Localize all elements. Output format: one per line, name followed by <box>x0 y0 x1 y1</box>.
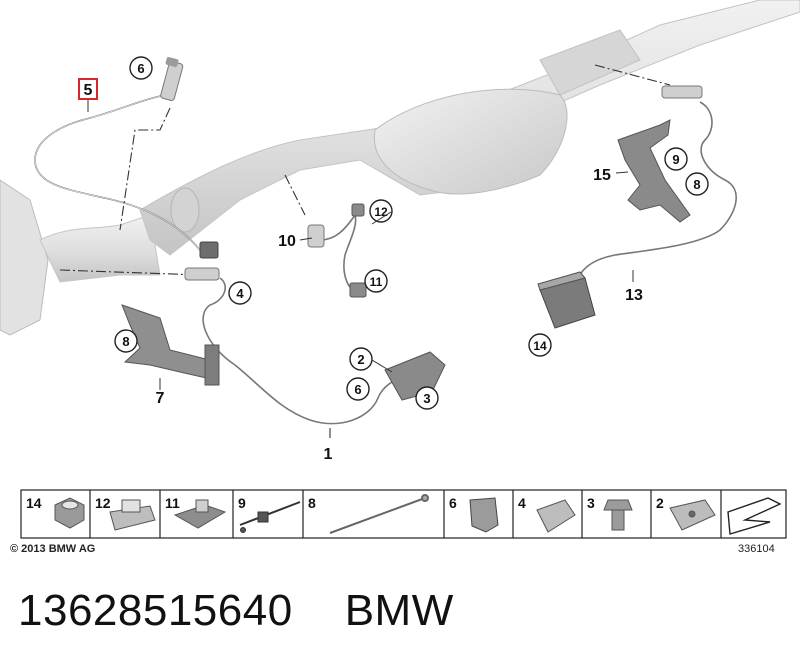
legend-bolt-3 <box>603 499 633 531</box>
brand-name: BMW <box>344 586 454 635</box>
callout-ticks <box>87 100 634 390</box>
callout-2: 2 <box>349 347 373 371</box>
callout-9: 9 <box>664 147 688 171</box>
legend-cable-tie-8 <box>329 494 429 534</box>
callout-6-mid: 6 <box>346 377 370 401</box>
legend-tie-9 <box>239 501 301 533</box>
svg-text:11: 11 <box>370 275 383 289</box>
callout-10: 10 <box>278 233 296 250</box>
legend-nut-14 <box>54 497 85 529</box>
legend-clip-6 <box>469 497 499 533</box>
oxygen-sensor-upper <box>160 57 184 101</box>
svg-text:3: 3 <box>423 391 430 406</box>
plain-callouts: 5 7 10 1 15 13 <box>78 78 643 463</box>
exhaust-pipe <box>0 0 800 336</box>
legend-label-6: 6 <box>449 495 457 511</box>
legend-label-11: 11 <box>165 495 180 511</box>
sensor-cables <box>34 94 737 425</box>
callout-6-top: 6 <box>129 56 153 80</box>
legend-label-8: 8 <box>308 495 316 511</box>
svg-text:6: 6 <box>354 382 361 397</box>
legend-label-3: 3 <box>587 495 595 511</box>
highlight-box-5 <box>78 78 98 100</box>
legend-label-2: 2 <box>656 495 664 511</box>
legend-speed-nut-2 <box>669 499 716 531</box>
legend-label-4: 4 <box>518 495 526 511</box>
legend-strip: 14 12 11 9 8 6 4 3 2 <box>20 489 787 539</box>
callout-8-right: 8 <box>685 172 709 196</box>
callout-14: 14 <box>528 333 552 357</box>
legend-label-14: 14 <box>26 495 42 511</box>
svg-text:12: 12 <box>374 205 388 219</box>
bracket-15 <box>617 119 691 223</box>
legend-label-9: 9 <box>238 495 246 511</box>
legend-direction-arrow <box>727 497 782 535</box>
drawing-number: 336104 <box>738 543 775 555</box>
callout-7: 7 <box>156 390 165 407</box>
part-number-caption: 13628515640 BMW <box>18 586 454 636</box>
legend-bracket-11 <box>173 499 227 529</box>
callout-11: 11 <box>364 269 388 293</box>
part-number: 13628515640 <box>18 586 293 635</box>
leader-lines <box>59 64 671 440</box>
svg-text:8: 8 <box>693 177 700 192</box>
callout-4: 4 <box>228 281 252 305</box>
oxygen-sensor-lower <box>184 241 220 281</box>
copyright-text: © 2013 BMW AG <box>10 543 95 555</box>
legend-label-12: 12 <box>95 495 111 511</box>
control-unit <box>537 271 596 329</box>
legend-clip-12 <box>109 499 156 531</box>
callout-5: 5 <box>84 82 93 99</box>
callout-3: 3 <box>415 386 439 410</box>
svg-text:4: 4 <box>236 286 244 301</box>
callout-8-left: 8 <box>114 329 138 353</box>
callout-1: 1 <box>324 446 333 463</box>
legend-clip-4 <box>536 499 576 533</box>
svg-text:8: 8 <box>122 334 129 349</box>
callout-15: 15 <box>593 167 611 184</box>
svg-text:6: 6 <box>137 61 144 76</box>
nox-sensor-right <box>661 85 703 99</box>
nox-sensor-left <box>307 203 367 298</box>
svg-text:2: 2 <box>357 352 364 367</box>
svg-text:9: 9 <box>672 152 679 167</box>
callout-13: 13 <box>625 287 643 304</box>
svg-text:14: 14 <box>533 339 547 353</box>
